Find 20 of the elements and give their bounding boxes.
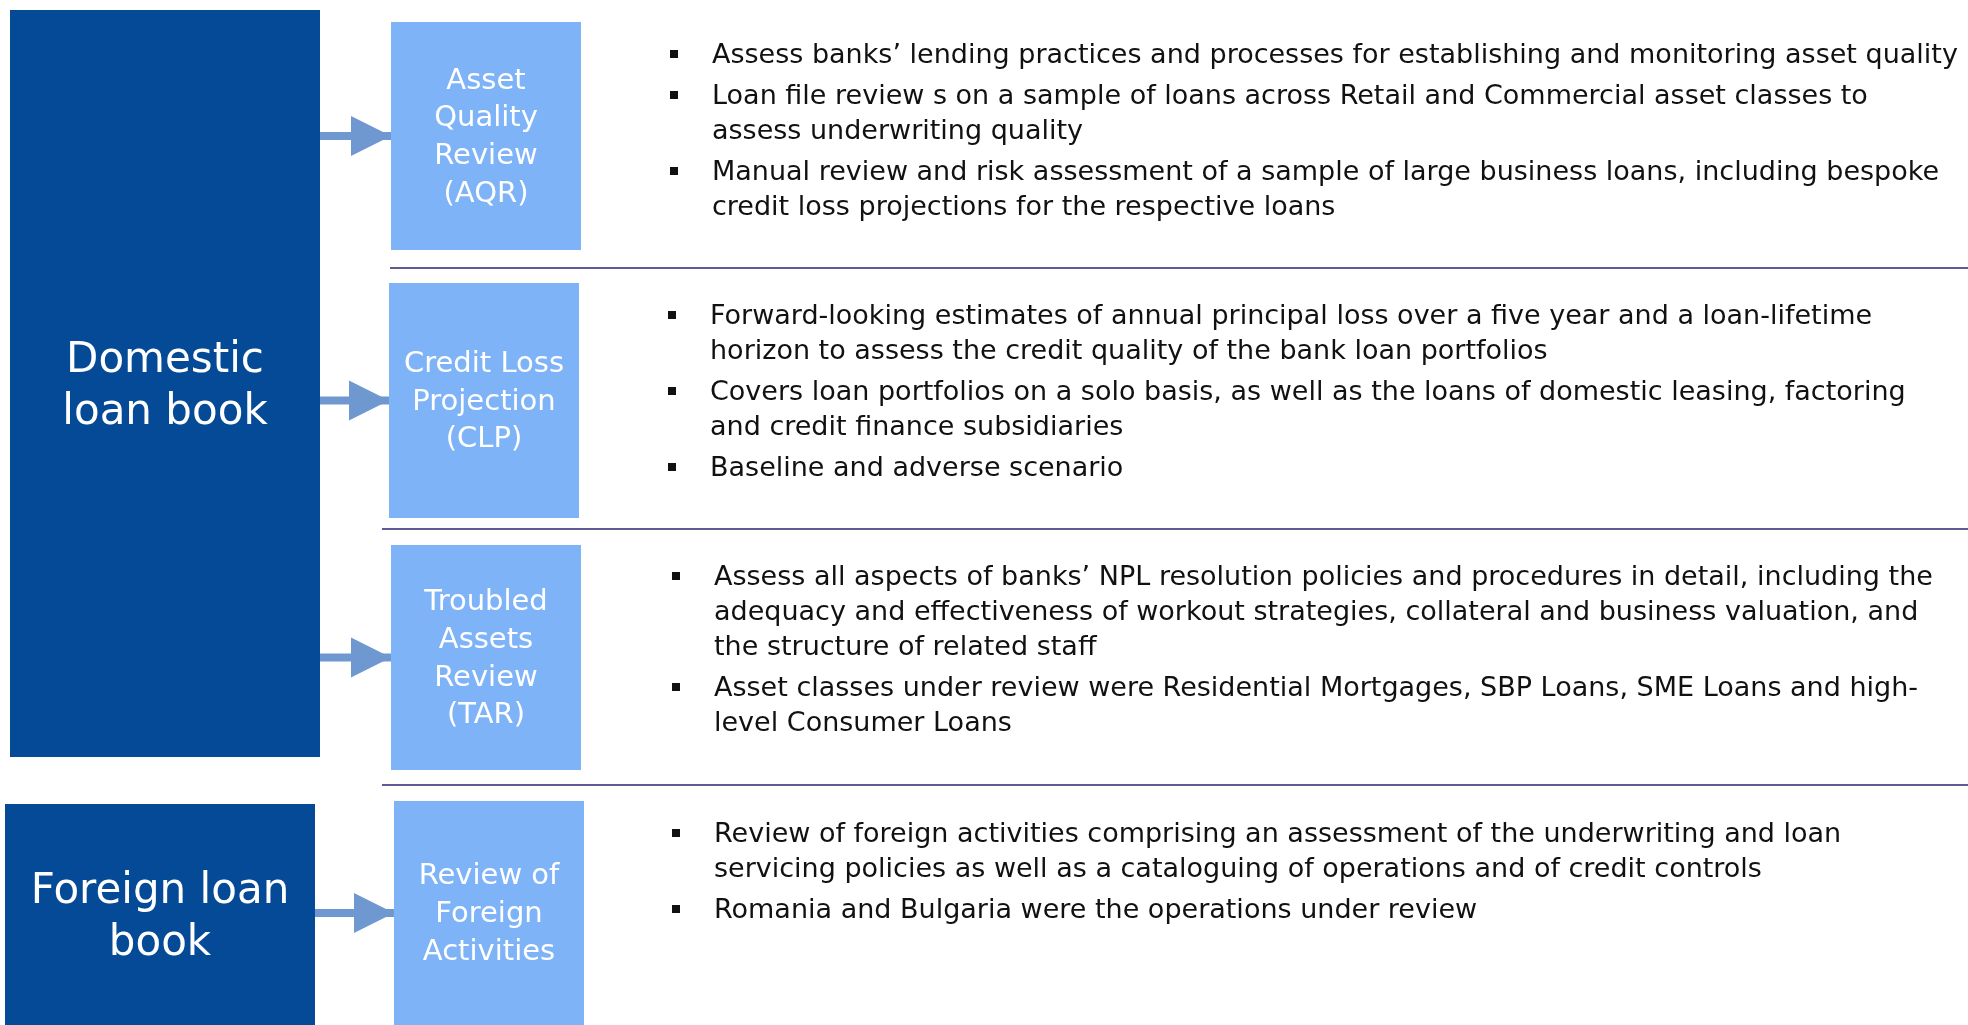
arrow: [320, 116, 391, 156]
review-box: Credit Loss Projection (CLP): [389, 283, 579, 518]
arrow: [320, 637, 391, 678]
bullet-text: Baseline and adverse scenario: [668, 449, 1960, 485]
bullet-text: Covers loan portfolios on a solo basis, as well as the loans of domestic leasing, factoring and credit finance subsidiaries: [668, 373, 1960, 444]
bullet-text: Forward-looking estimates of annual principal loss over a five year and a loan-lifetime horizon to assess the credit quality of the bank loan portfolios: [668, 297, 1960, 368]
bullet-text: Assess banks’ lending practices and processes for establishing and monitoring asset quality: [670, 36, 1960, 72]
bullet-text: Asset classes under review were Residential Mortgages, SBP Loans, SME Loans and high-level Consumer Loans: [672, 669, 1960, 740]
bullet-text: Romania and Bulgaria were the operations under review: [672, 891, 1960, 927]
arrow: [320, 380, 389, 421]
bullet-text: Assess all aspects of banks’ NPL resolution policies and procedures in detail, including the adequacy and effectiveness of workout strategies, collateral and business valuation, and the structure of related staff: [672, 558, 1960, 664]
category-box: Foreign loan book: [5, 804, 315, 1025]
arrow: [315, 893, 394, 933]
review-box: Asset Quality Review (AQR): [391, 22, 581, 250]
bullet-text: Loan file review s on a sample of loans across Retail and Commercial asset classes to assess underwriting quality: [670, 77, 1960, 148]
bullet-text: Manual review and risk assessment of a sample of large business loans, including bespoke credit loss projections for the respective loans: [670, 153, 1960, 224]
bullet-text: Review of foreign activities comprising an assessment of the underwriting and loan servicing policies as well as a cataloguing of operations and of credit controls: [672, 815, 1960, 886]
review-box: Troubled Assets Review (TAR): [391, 545, 581, 770]
category-box: Domestic loan book: [10, 10, 320, 757]
review-box: Review of Foreign Activities: [394, 801, 584, 1025]
